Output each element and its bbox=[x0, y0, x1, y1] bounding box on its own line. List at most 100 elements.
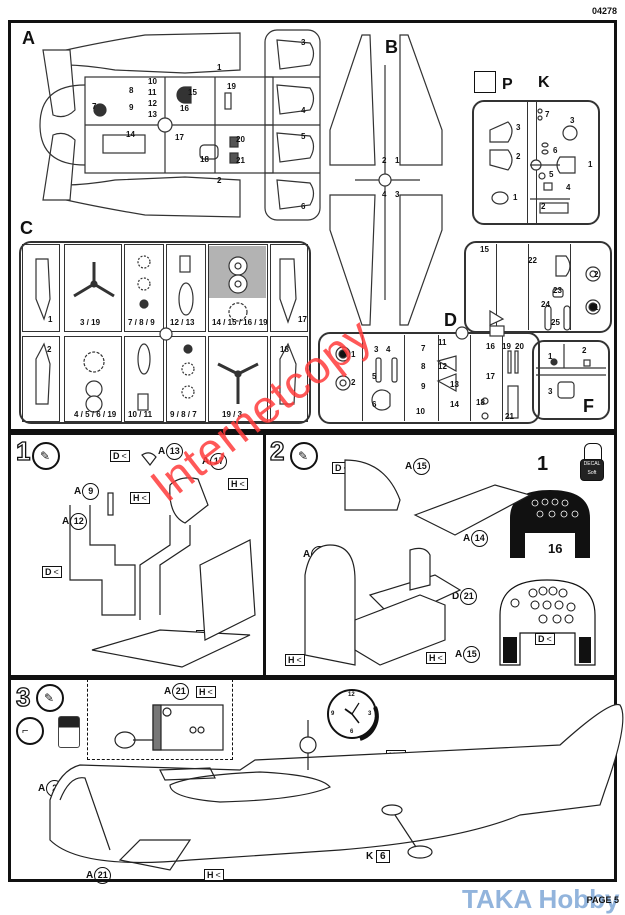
step-3-flag-h-1: H bbox=[204, 869, 224, 881]
step-1-number: 1 bbox=[15, 435, 31, 466]
wheel-pant-1 bbox=[35, 258, 51, 321]
sprue-a-part-5: 5 bbox=[301, 132, 306, 141]
sprue-d-part-2-upper: 2 bbox=[594, 270, 599, 279]
sprue-a-part-18: 18 bbox=[200, 155, 209, 164]
step-3-fuselage-diagram bbox=[49, 703, 624, 871]
sprue-a-part-14: 14 bbox=[126, 130, 135, 139]
sprue-c-cell-bottom-6: 18 bbox=[280, 345, 289, 354]
sprue-d-part-1-lower: 1 bbox=[351, 350, 356, 359]
sprue-c-cell-bottom-3: 10 / 11 bbox=[128, 410, 153, 419]
sprue-c-cell-top-1: 1 bbox=[48, 315, 53, 324]
sprue-a-label: A bbox=[22, 28, 35, 48]
glue-tube-icon-2: ✎ bbox=[290, 442, 318, 470]
sprue-a-part-9: 9 bbox=[129, 103, 134, 112]
sprue-a-part-6: 6 bbox=[301, 202, 306, 211]
sprue-d-label: D bbox=[444, 310, 457, 330]
sprue-a-diagram bbox=[39, 29, 321, 221]
sprue-c-frame bbox=[19, 241, 311, 424]
wing-left-bottom bbox=[329, 194, 376, 326]
decal-part-number: 16 bbox=[548, 541, 563, 556]
sprue-f-part-3: 3 bbox=[548, 387, 553, 396]
sprue-c-cell-bottom-5: 19 / 3 bbox=[222, 410, 243, 419]
sprue-d-part-7: 7 bbox=[421, 344, 426, 353]
sprue-b-part-4: 4 bbox=[382, 190, 387, 199]
sprue-d-parts bbox=[335, 255, 601, 420]
sprue-frame bbox=[8, 20, 617, 432]
sprue-d-upper-grid bbox=[467, 244, 609, 330]
sprue-d-part-1-upper: 1 bbox=[594, 303, 599, 312]
sprue-d-part-25: 25 bbox=[551, 318, 560, 327]
clock-numerals: 12 3 6 9 bbox=[331, 692, 372, 735]
sprue-f-part-2: 2 bbox=[582, 346, 587, 355]
step-1-flag-h-1: H bbox=[130, 492, 150, 504]
sprue-c-cell-top-4: 12 / 13 bbox=[170, 318, 195, 327]
sprue-k-parts bbox=[530, 108, 578, 214]
fin-bottom bbox=[42, 132, 76, 201]
wing-right-bottom bbox=[399, 194, 443, 326]
sprue-c-cell-top-2: 3 / 19 bbox=[80, 318, 101, 327]
sprue-d-part-17: 17 bbox=[486, 372, 495, 381]
step-1-cockpit-floor-diagram bbox=[69, 452, 256, 668]
sprue-c-cell-top-3: 7 / 8 / 9 bbox=[128, 318, 155, 327]
sprue-a-part-19: 19 bbox=[227, 82, 236, 91]
sprue-d-lower-frame bbox=[318, 332, 540, 424]
sprue-a-part-2: 2 bbox=[217, 176, 222, 185]
sprue-k-part-7: 7 bbox=[545, 110, 550, 119]
sprue-k-part-5: 5 bbox=[549, 170, 554, 179]
sprue-p-part-2: 2 bbox=[516, 152, 521, 161]
step-2-panel bbox=[263, 432, 617, 678]
clock-icon bbox=[327, 689, 379, 741]
step-2-instrument-panel-decal bbox=[510, 490, 590, 558]
sprue-p-part-3: 3 bbox=[516, 123, 521, 132]
step-2-instrument-panel bbox=[499, 579, 596, 666]
sprue-a-part-4: 4 bbox=[301, 106, 306, 115]
sprue-c-cell-top-5: 14 / 15 / 16 / 19 bbox=[212, 318, 268, 327]
step-2-number: 2 bbox=[269, 435, 285, 466]
sprue-d-part-23: 23 bbox=[553, 286, 562, 295]
detail-inset bbox=[87, 679, 233, 760]
brush-icon: ⌐ bbox=[16, 717, 44, 745]
sprue-a-part-17: 17 bbox=[175, 133, 184, 142]
sprue-d-part-18: 18 bbox=[476, 398, 485, 407]
sprue-a-part-12: 12 bbox=[148, 99, 157, 108]
wheel-pant-18 bbox=[279, 342, 297, 405]
sprue-d-part-10: 10 bbox=[416, 407, 425, 416]
sprue-a-part-15: 15 bbox=[188, 88, 197, 97]
glue-tube-icon: ✎ bbox=[32, 442, 60, 470]
wheel-pant-2 bbox=[35, 342, 51, 405]
step-1-flag-d-2: D bbox=[42, 566, 62, 578]
sprue-d-part-6: 6 bbox=[372, 400, 377, 409]
sprue-d-part-24: 24 bbox=[541, 300, 550, 309]
sprue-a-part-10: 10 bbox=[148, 77, 157, 86]
step-3-inset-diagram bbox=[114, 704, 224, 751]
sprue-d-part-9: 9 bbox=[421, 382, 426, 391]
sprue-a-part-8: 8 bbox=[129, 86, 134, 95]
watermark-taka-hobby: TAKA Hobby bbox=[462, 884, 620, 914]
sprue-a-part-1: 1 bbox=[217, 63, 222, 72]
fin-top bbox=[42, 49, 76, 118]
sprue-f-frame bbox=[532, 340, 610, 420]
sprue-d-part-2-lower: 2 bbox=[351, 378, 356, 387]
step-2-flag-h-2: H bbox=[426, 652, 446, 664]
step-1-flag-h-2: H bbox=[228, 478, 248, 490]
sprue-c-label: C bbox=[20, 218, 33, 238]
sprue-d-part-11: 11 bbox=[438, 338, 447, 347]
sprue-c-cell-bottom-1: 2 bbox=[47, 345, 52, 354]
sprue-d-part-5: 5 bbox=[372, 372, 377, 381]
wheel-pant-17 bbox=[279, 258, 297, 324]
sprue-c-cell-bottom-2: 4 / 5 / 6 / 19 bbox=[74, 410, 117, 419]
step-3-number: 3 bbox=[15, 681, 31, 712]
sprue-d-part-12: 12 bbox=[438, 362, 447, 371]
sprue-c-cell-bottom-4: 9 / 8 / 7 bbox=[170, 410, 197, 419]
sprue-k-part-6: 6 bbox=[553, 146, 558, 155]
fuselage-half-bottom bbox=[43, 176, 241, 218]
